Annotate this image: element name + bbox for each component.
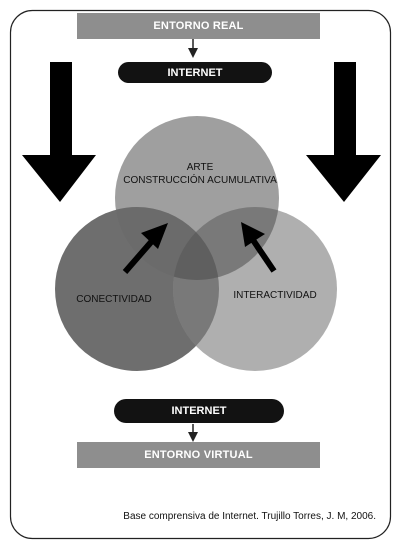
diagonal-arrow-left-head xyxy=(141,223,168,249)
entorno-virtual-banner: ENTORNO VIRTUAL xyxy=(77,442,320,468)
internet-pill-bottom: INTERNET xyxy=(114,399,284,423)
circle-top-label-1: ARTE xyxy=(187,162,214,173)
diagonal-arrow-left-shaft xyxy=(122,239,155,274)
entorno-real-banner: ENTORNO REAL xyxy=(77,13,320,39)
circle-right-label: INTERACTIVIDAD xyxy=(233,290,316,301)
connector-arrowhead-bottom xyxy=(188,432,198,442)
source-caption: Base comprensiva de Internet. Trujillo T… xyxy=(123,511,376,522)
internet-pill-top: INTERNET xyxy=(118,62,272,83)
diagonal-arrow-right-shaft xyxy=(250,238,277,273)
overlap-top-left xyxy=(115,207,219,280)
big-down-arrow-left xyxy=(22,62,96,202)
circle-left-label: CONECTIVIDAD xyxy=(76,294,152,305)
big-down-arrow-right xyxy=(306,62,381,202)
overlap-top-right xyxy=(173,207,279,280)
circle-top-label-2: CONSTRUCCIÓN ACUMULATIVA xyxy=(123,173,277,186)
connector-arrowhead-top xyxy=(188,48,198,58)
diagonal-arrow-right-head xyxy=(241,222,265,247)
